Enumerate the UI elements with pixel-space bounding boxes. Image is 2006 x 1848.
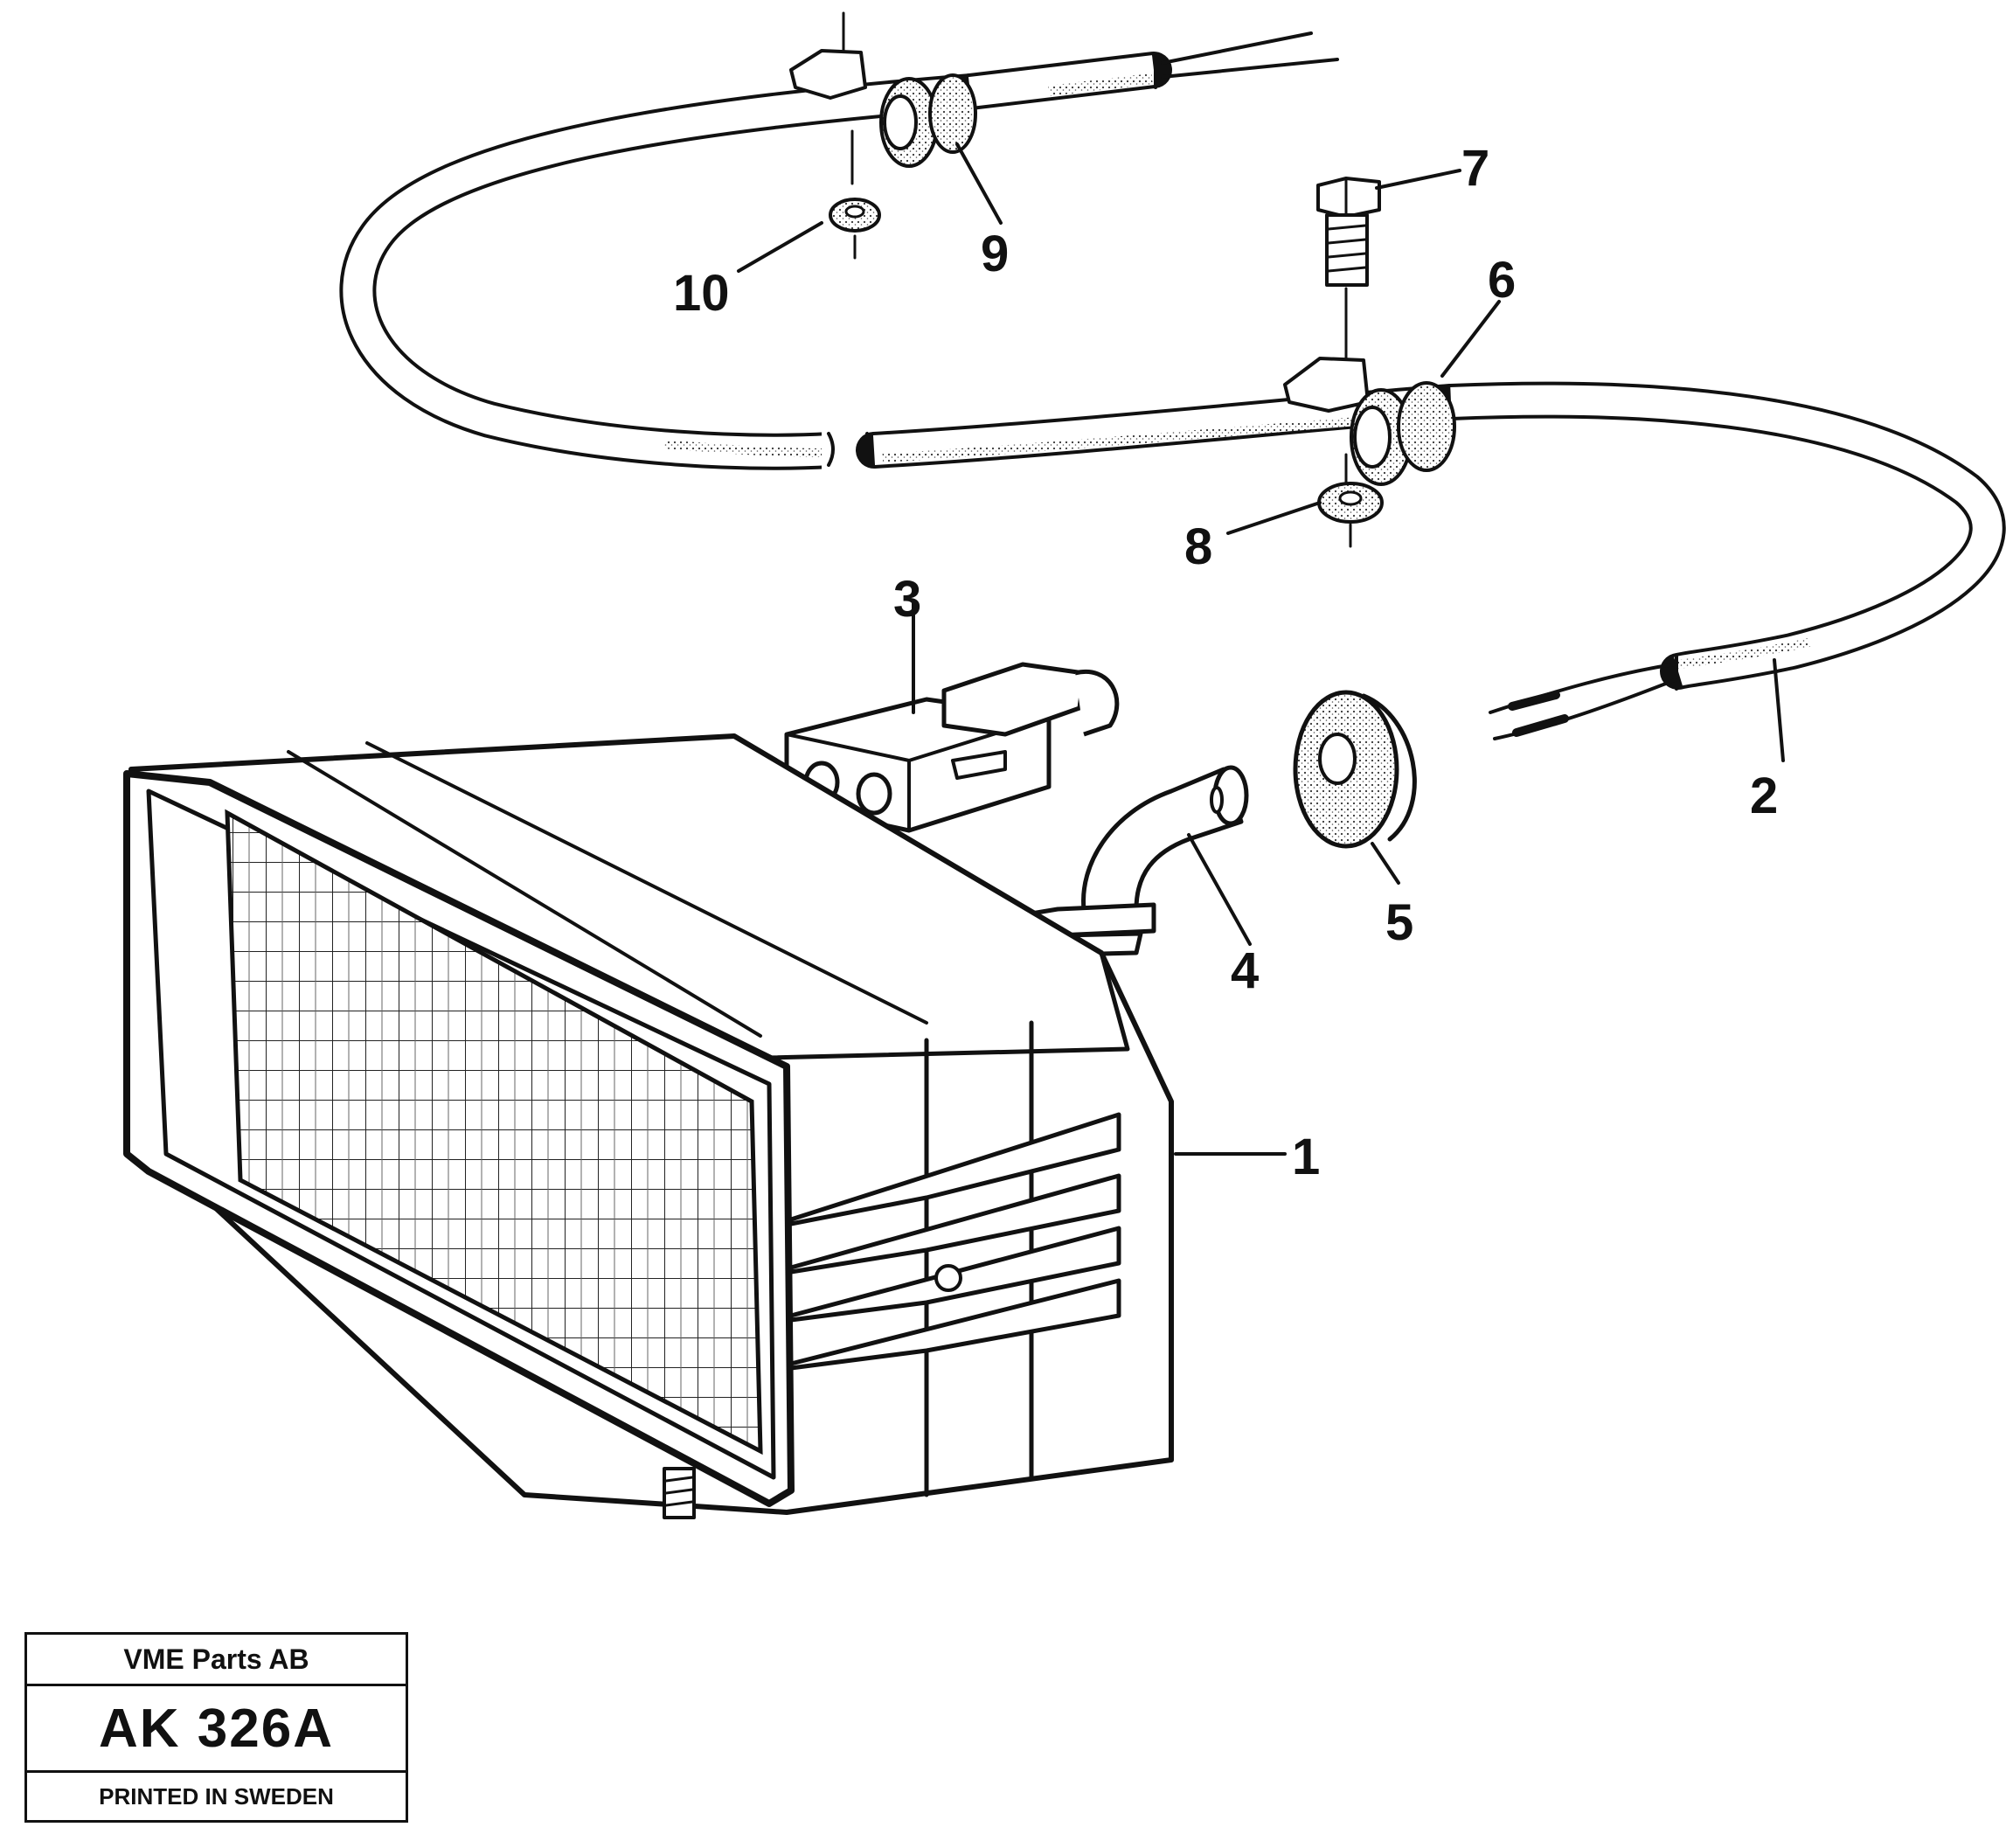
company-name: VME Parts AB [27, 1635, 406, 1686]
part-label-3: 3 [893, 571, 921, 628]
leader-lines [737, 142, 1785, 1156]
part-label-10: 10 [673, 265, 730, 322]
connector-plug [784, 662, 1120, 833]
bolt [1316, 177, 1381, 369]
cable-clamp-lower [1283, 357, 1456, 487]
drawing-number: AK 326A [27, 1686, 406, 1773]
part-label-6: 6 [1488, 252, 1516, 309]
part-label-8: 8 [1184, 518, 1212, 575]
part-label-1: 1 [1292, 1129, 1320, 1185]
part-label-5: 5 [1385, 894, 1413, 951]
part-label-4: 4 [1231, 942, 1259, 999]
title-block: VME Parts AB AK 326A PRINTED IN SWEDEN [24, 1632, 408, 1823]
washer-upper [829, 198, 881, 260]
grommet [1293, 690, 1417, 849]
cable-clamp-upper [789, 11, 977, 185]
elbow-fitting [1029, 765, 1249, 957]
printed-in-footer: PRINTED IN SWEDEN [99, 1782, 334, 1810]
cable-harness [339, 31, 2006, 740]
part-label-9: 9 [981, 226, 1009, 282]
part-labels: 1 2 3 4 5 6 7 8 9 10 [673, 140, 1778, 1185]
washer-lower [1317, 482, 1384, 548]
work-lamp [123, 733, 1174, 1519]
part-label-7: 7 [1461, 140, 1489, 197]
part-label-2: 2 [1750, 768, 1778, 824]
